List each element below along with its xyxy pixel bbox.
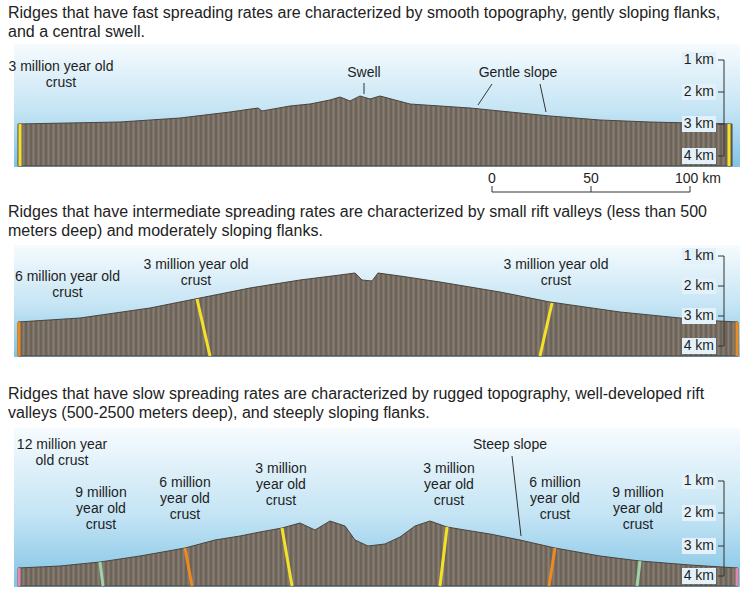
isochron-line — [100, 562, 103, 586]
isochron-line — [736, 322, 739, 356]
isochron-line — [440, 527, 447, 586]
km-axis — [718, 60, 724, 156]
panel-heading: Ridges that have intermediate spreading … — [8, 202, 738, 240]
isochron-line — [185, 548, 192, 586]
depth-label: 4 km — [682, 568, 716, 583]
depth-label: 3 km — [682, 116, 716, 131]
feature-label: Steep slope — [462, 436, 558, 452]
crust-age-label: 3 million year old crust — [500, 256, 612, 288]
feature-label: Gentle slope — [468, 64, 568, 80]
oceanic-crust — [18, 273, 738, 356]
depth-label: 3 km — [682, 538, 716, 553]
crust-age-label: 3 million year old crust — [244, 460, 318, 508]
depth-label: 2 km — [682, 505, 716, 520]
scale-bar — [492, 186, 690, 192]
crust-age-label: 6 million year old crust — [148, 474, 222, 522]
leader-line — [540, 84, 546, 112]
leader-line — [364, 83, 365, 94]
panel-heading: Ridges that have fast spreading rates ar… — [8, 3, 738, 41]
isochron-line — [540, 303, 552, 356]
crust-age-label: 9 million year old crust — [66, 484, 136, 532]
depth-label: 2 km — [682, 84, 716, 99]
leader-line — [512, 456, 521, 536]
depth-label: 4 km — [682, 148, 716, 163]
crust-age-label: 3 million year old crust — [140, 256, 252, 288]
depth-label: 1 km — [682, 473, 716, 488]
isochron-line — [549, 548, 555, 586]
isochron-line — [18, 568, 21, 586]
km-axis — [718, 256, 724, 346]
panel-heading: Ridges that have slow spreading rates ar… — [8, 384, 738, 422]
isochron-line — [728, 124, 731, 166]
crust-age-label: 3 million year old crust — [6, 58, 116, 90]
isochron-line — [197, 299, 210, 356]
scale-value: 100 km — [675, 170, 735, 186]
crust-age-label: 9 million year old crust — [603, 484, 673, 532]
ocean-water — [14, 428, 740, 587]
isochron-line — [18, 322, 21, 356]
depth-label: 1 km — [682, 52, 716, 67]
depth-label: 1 km — [682, 248, 716, 263]
isochron-line — [736, 568, 739, 586]
scale-value: 50 — [576, 170, 606, 186]
oceanic-crust — [18, 96, 732, 166]
depth-label: 2 km — [682, 278, 716, 293]
crust-age-label: 6 million year old crust — [10, 268, 125, 300]
km-axis — [718, 481, 724, 576]
crust-age-label: 6 million year old crust — [518, 474, 592, 522]
scale-value: 0 — [477, 170, 507, 186]
isochron-line — [19, 124, 22, 166]
feature-label: Swell — [334, 64, 394, 80]
isochron-line — [637, 561, 640, 586]
isochron-line — [282, 528, 292, 586]
crust-age-label: 12 million year old crust — [6, 436, 118, 468]
leader-line — [478, 84, 492, 105]
crust-age-label: 3 million year old crust — [412, 460, 486, 508]
ocean-water — [14, 245, 740, 357]
depth-label: 3 km — [682, 308, 716, 323]
ocean-water — [14, 44, 740, 167]
depth-label: 4 km — [682, 338, 716, 353]
